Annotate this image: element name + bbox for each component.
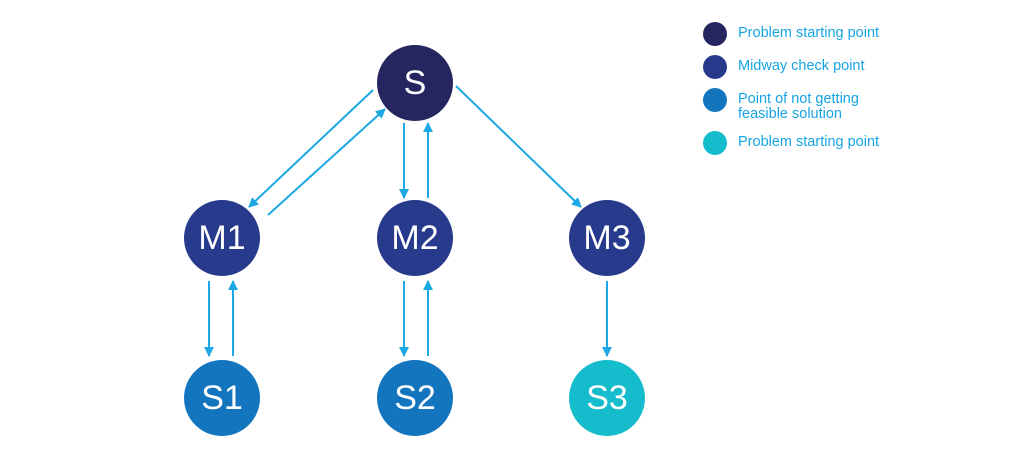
node-s3: S3 [569, 360, 645, 436]
node-m1-circle [184, 200, 260, 276]
blue-circle-icon [703, 88, 727, 112]
node-s1-circle [184, 360, 260, 436]
node-m3: M3 [569, 200, 645, 276]
legend-item-start: Problem starting point [703, 22, 1003, 46]
legend-label-not-feasible: Point of not getting feasible solution [738, 91, 859, 122]
node-s3-circle [569, 360, 645, 436]
legend-label-solution: Problem starting point [738, 134, 880, 150]
node-s: S [377, 45, 453, 121]
legend: Problem starting point Midway check poin… [703, 22, 1003, 164]
node-s1-label: S1 [201, 379, 243, 417]
node-m3-label: M3 [583, 219, 630, 257]
node-s-label: S [404, 64, 427, 102]
node-m2-label: M2 [391, 219, 438, 257]
legend-item-midway: Midway check point [703, 55, 1003, 79]
navy-circle-icon [703, 55, 727, 79]
teal-circle-icon [703, 131, 727, 155]
node-m3-circle [569, 200, 645, 276]
node-m1-label: M1 [198, 219, 245, 257]
node-s1: S1 [184, 360, 260, 436]
node-m2-circle [377, 200, 453, 276]
edge-s-to-m1 [248, 89, 374, 208]
node-m2: M2 [377, 200, 453, 276]
node-s2-label: S2 [394, 379, 436, 417]
legend-item-solution: Problem starting point [703, 131, 1003, 155]
node-s3-label: S3 [586, 379, 628, 417]
edge-s-to-m3 [455, 85, 582, 208]
legend-label-midway: Midway check point [738, 58, 865, 74]
legend-label-start: Problem starting point [738, 25, 880, 41]
node-s2: S2 [377, 360, 453, 436]
node-s-circle [377, 45, 453, 121]
edge-m1-to-s [267, 108, 386, 216]
legend-item-not-feasible: Point of not getting feasible solution [703, 88, 1003, 122]
node-m1: M1 [184, 200, 260, 276]
dark-navy-circle-icon [703, 22, 727, 46]
node-s2-circle [377, 360, 453, 436]
